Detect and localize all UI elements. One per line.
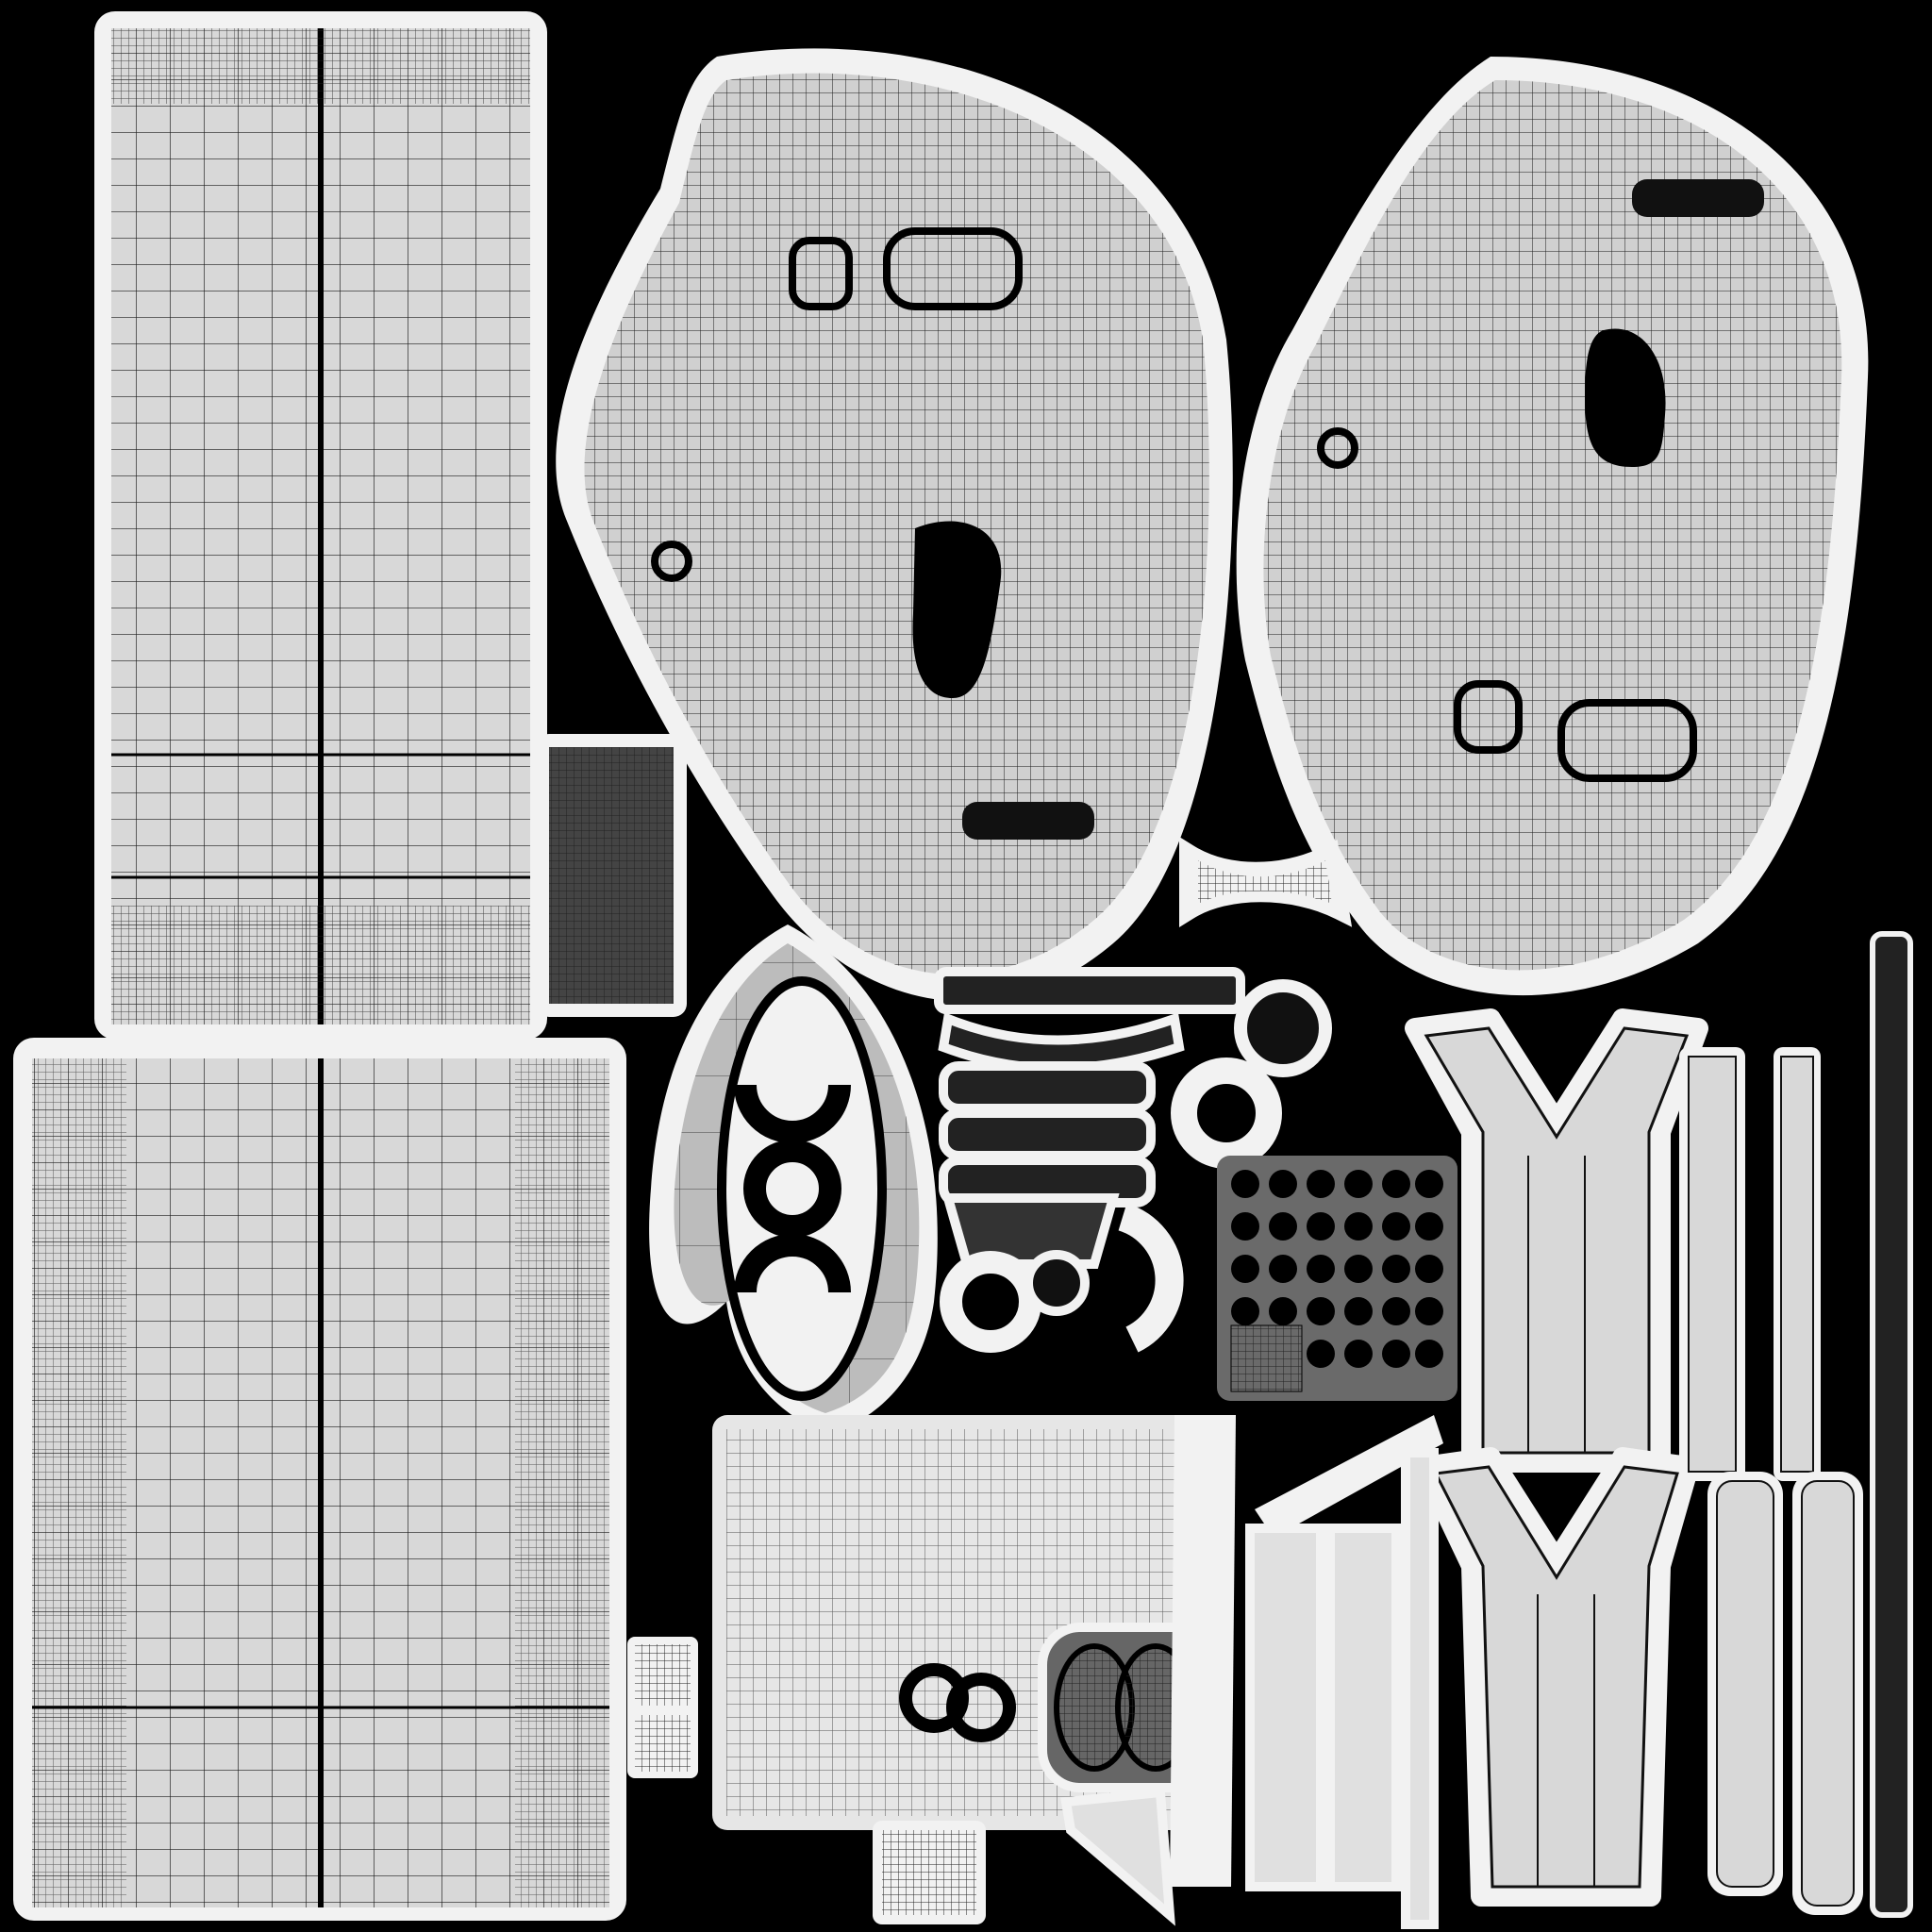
bottom-parts-island bbox=[627, 1415, 1217, 1924]
leaf-emblem-island bbox=[649, 924, 938, 1434]
middle-parts-island bbox=[934, 967, 1332, 1353]
shell-left-hole bbox=[912, 521, 1002, 698]
dot-cluster-island bbox=[1217, 1156, 1457, 1401]
bowtie-island bbox=[1179, 836, 1353, 928]
shell-right-island bbox=[1236, 57, 1869, 996]
shell-right-hole bbox=[1585, 328, 1666, 467]
shell-left-island bbox=[556, 48, 1233, 1002]
v-strap-bottom-island bbox=[1414, 1447, 1699, 1907]
angled-strips-island bbox=[1060, 1415, 1443, 1929]
tall-panel-bottom-island bbox=[13, 1038, 626, 1921]
right-strips-island bbox=[1679, 931, 1913, 1918]
dark-block-island bbox=[536, 734, 687, 1017]
tall-panel-top-island bbox=[94, 11, 547, 1040]
